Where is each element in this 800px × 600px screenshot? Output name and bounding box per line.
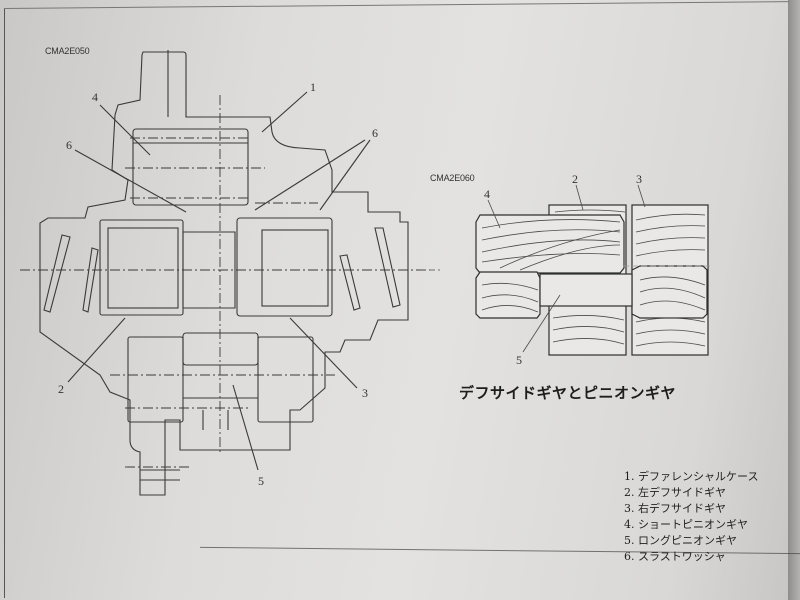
callout-3: 3 (362, 386, 368, 400)
legend-item: 6. スラストワッシャ (624, 550, 726, 563)
figure-code-left: CMA2E050 (45, 46, 90, 56)
legend-item: 3. 右デフサイドギヤ (624, 502, 726, 515)
figure-caption: デフサイドギヤとピニオンギヤ (459, 384, 677, 402)
legend-item: 2. 左デフサイドギヤ (624, 486, 726, 499)
legend-item: 4. ショートピニオンギヤ (624, 518, 748, 531)
callout-1: 1 (310, 80, 316, 94)
callout-5: 5 (258, 474, 264, 488)
legend-item: 1. デファレンシャルケース (624, 470, 759, 483)
callout-right-2: 2 (572, 172, 578, 186)
callout-6-right: 6 (372, 126, 378, 140)
callout-right-3: 3 (636, 172, 642, 186)
figure-code-right: CMA2E060 (430, 173, 475, 183)
callout-right-5: 5 (516, 353, 522, 367)
page-edge (788, 0, 800, 600)
callout-4: 4 (92, 90, 98, 104)
callout-2: 2 (58, 382, 64, 396)
legend-item: 5. ロングピニオンギヤ (624, 534, 737, 547)
callout-6-left: 6 (66, 138, 72, 152)
callout-right-4: 4 (484, 187, 490, 201)
parts-legend: 1. デファレンシャルケース 2. 左デフサイドギヤ 3. 右デフサイドギヤ 4… (624, 469, 758, 565)
frame-border-left (4, 8, 5, 598)
